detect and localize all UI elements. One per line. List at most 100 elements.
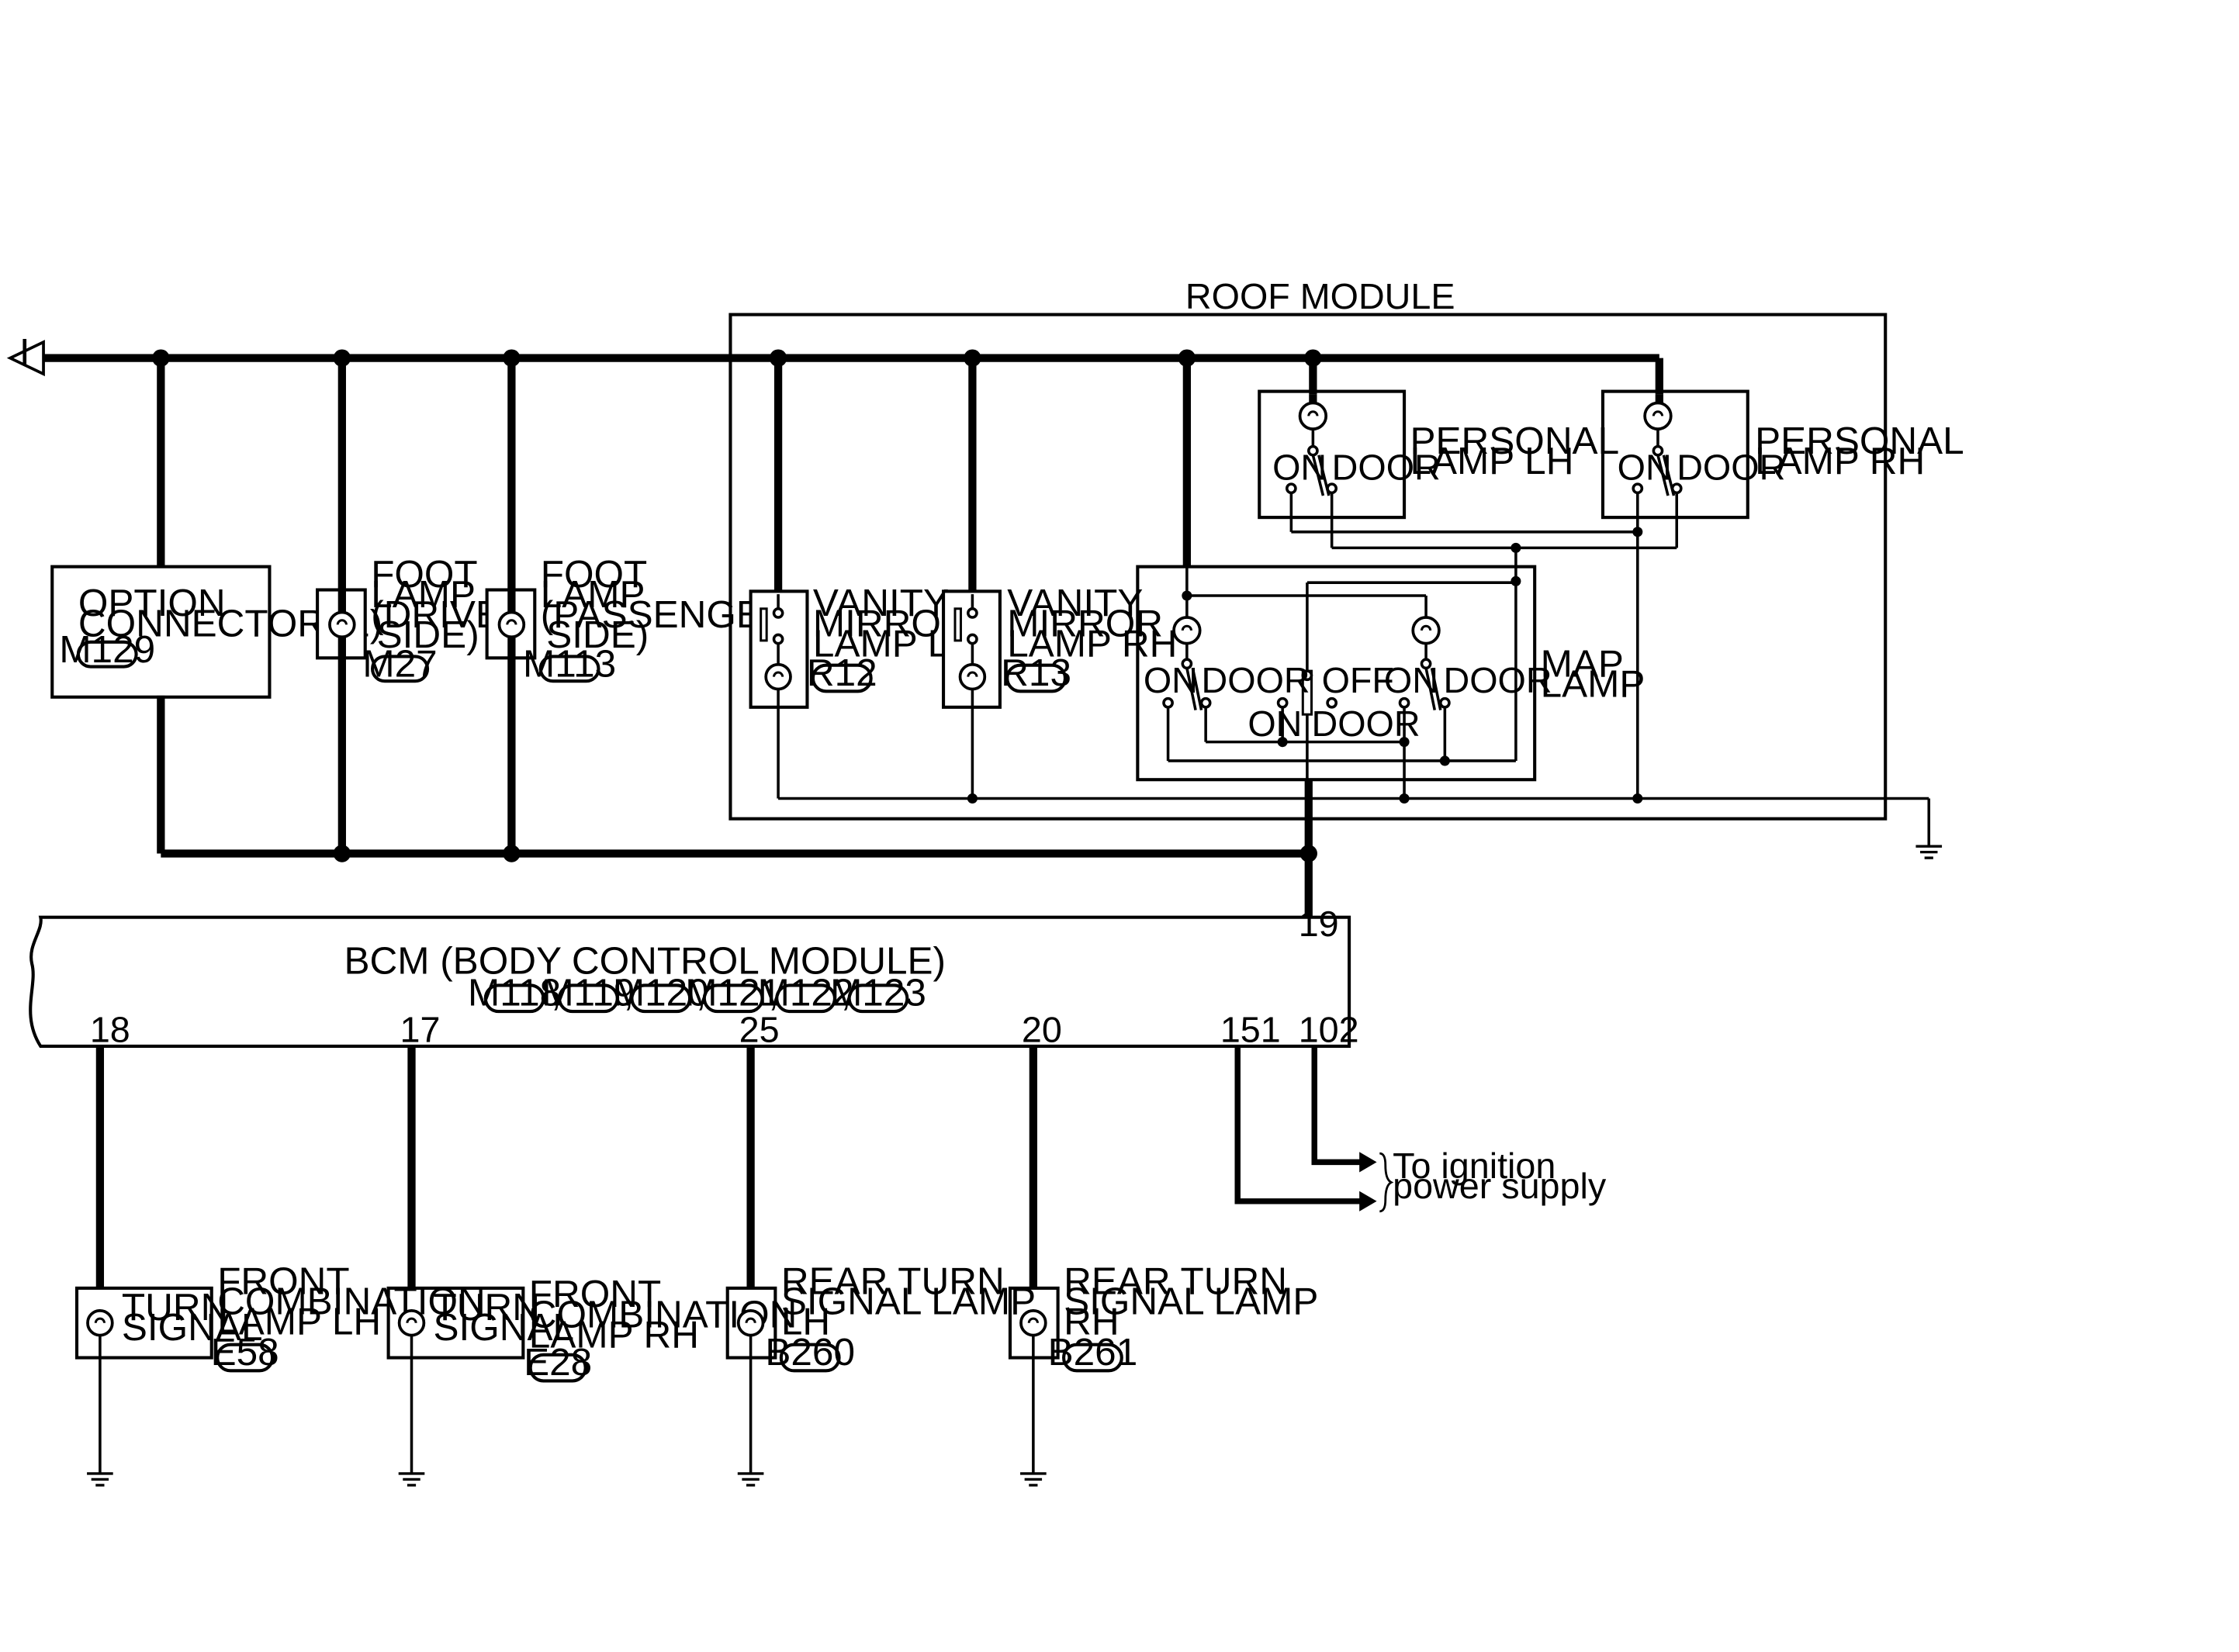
personal-lh-door: DOOR <box>1332 448 1441 488</box>
ground-icon <box>1915 845 1943 859</box>
foot-lamp-passenger-code: M113 <box>523 643 616 686</box>
bcm-pin-102: 102 <box>1299 1009 1359 1049</box>
foot-lamp-driver-line4: SIDE) <box>377 613 479 656</box>
vanity-lh-code: R12 <box>807 651 877 694</box>
rear-lh-code: B260 <box>765 1331 855 1374</box>
bcm-pin-151: 151 <box>1220 1009 1281 1049</box>
vanity-rh-code: R13 <box>1001 651 1071 694</box>
map-lamp-line2: LAMP <box>1541 663 1646 706</box>
foot-lamp-passenger-line1: FOOT <box>541 553 647 596</box>
bcm-output-wires: To ignition power supply <box>95 1045 1607 1288</box>
bcm-connector-code: M123 <box>830 972 926 1014</box>
map-door-left: DOOR <box>1202 660 1310 700</box>
map-off: OFF <box>1322 660 1394 700</box>
ignition-line1: To ignition <box>1393 1146 1556 1186</box>
personal-rh-on: ON <box>1618 448 1672 488</box>
personal-lh-line2: LAMP LH <box>1410 440 1574 482</box>
bus-junctions <box>152 349 1322 862</box>
roof-module-label: ROOF MODULE <box>1185 276 1455 316</box>
bulb-icon <box>736 1308 765 1337</box>
switch-lever-icon <box>1185 668 1197 710</box>
bcm-connector-code: M120 <box>613 972 709 1014</box>
foot-lamp-passenger-line4: SIDE) <box>546 613 649 656</box>
bcm-connector-codes: M118 , M119 , M120 , M121 , M122 , M123 <box>468 972 926 1014</box>
front-combination-lamp-lh: TURN SIGNAL FRONT COMBINATION LAMP LH E5… <box>74 1260 486 1487</box>
front-rh-inner1: TURN <box>434 1286 540 1329</box>
switch-lever-icon <box>1424 668 1437 710</box>
personal-lamp-lh: ON DOOR PERSONAL LAMP LH <box>1258 389 1620 520</box>
personal-rh-line2: LAMP RH <box>1755 440 1925 482</box>
bcm-connector-code: M121 <box>685 972 781 1014</box>
switch-lever-icon <box>1311 454 1325 496</box>
bcm-pin-20: 20 <box>1022 1009 1062 1049</box>
switch-lever-icon <box>1656 454 1670 496</box>
foot-lamp-driver-line2: LAMP <box>371 573 476 616</box>
personal-lamp-rh: ON DOOR PERSONAL LAMP RH <box>1601 389 1964 520</box>
rear-rh-code: B261 <box>1048 1331 1138 1374</box>
roof-module: ROOF MODULE <box>728 276 1888 821</box>
front-rh-line1: FRONT <box>529 1273 661 1315</box>
rear-lh-line2: SIGNAL LAMP <box>781 1280 1036 1323</box>
rear-lh-line3: LH <box>781 1301 830 1343</box>
vanity-rh-line1: VANITY <box>1007 582 1143 624</box>
ground-icon <box>398 1472 425 1487</box>
personal-rh-line1: PERSONAL <box>1755 420 1964 462</box>
ground-icon <box>87 1472 113 1487</box>
map-door-right: DOOR <box>1443 660 1552 700</box>
personal-lh-line1: PERSONAL <box>1410 420 1620 462</box>
bcm-connector-code: M122 <box>758 972 854 1014</box>
bulb-icon <box>1411 616 1441 645</box>
bulb-icon <box>397 1308 426 1337</box>
map-lamp: ON DOOR OFF ON DOOR ON DOOR MAP LAMP <box>1136 548 1646 799</box>
front-lh-inner2: SIGNAL <box>122 1306 263 1349</box>
vanity-rh-line3: LAMP RH <box>1007 622 1177 665</box>
map-on-right: ON <box>1384 660 1438 700</box>
ground-icon <box>737 1472 764 1487</box>
bcm-pin-19: 19 <box>1299 904 1339 944</box>
option-connector-line1: OPTION <box>78 582 226 624</box>
foot-lamp-driver: FOOT LAMP (DRIVER SIDE) M27 <box>316 553 529 686</box>
map-lamp-line1: MAP <box>1541 643 1624 686</box>
ignition-line2: power supply <box>1393 1166 1607 1206</box>
bulb-icon <box>86 1308 114 1337</box>
bcm-pin-17: 17 <box>400 1009 441 1049</box>
map-on-center: ON <box>1248 703 1302 744</box>
switch-icon <box>760 607 768 642</box>
front-rh-inner2: SIGNAL <box>434 1306 575 1349</box>
front-lh-line1: FRONT <box>217 1260 349 1302</box>
foot-lamp-driver-code: M27 <box>362 643 437 686</box>
bulb-icon <box>497 610 526 639</box>
front-rh-line3: LAMP RH <box>529 1313 699 1356</box>
connector-reference-label: I <box>19 331 30 374</box>
connector-reference: I <box>6 331 45 377</box>
bulb-icon <box>1019 1308 1047 1337</box>
front-combination-lamp-rh: TURN SIGNAL FRONT COMBINATION LAMP RH E2… <box>386 1273 797 1487</box>
bulb-icon <box>328 610 356 639</box>
front-lh-code: E58 <box>211 1331 279 1374</box>
rear-turn-signal-lamp-rh: REAR TURN SIGNAL LAMP RH B261 <box>1008 1260 1318 1487</box>
rear-turn-signal-lamp-lh: REAR TURN SIGNAL LAMP LH B260 <box>725 1260 1036 1487</box>
bcm-pin-25: 25 <box>739 1009 780 1049</box>
bulb-icon <box>1172 616 1202 645</box>
rear-rh-line2: SIGNAL LAMP <box>1064 1280 1318 1323</box>
bcm-module: 19 BCM (BODY CONTROL MODULE) M118 , M119… <box>29 904 1359 1049</box>
vanity-mirror-lamp-rh: VANITY MIRROR LAMP RH R13 <box>941 582 1177 799</box>
personal-rh-door: DOOR <box>1677 448 1785 488</box>
foot-lamp-passenger-line3: (PASSENGER <box>541 593 790 636</box>
vanity-lh-line1: VANITY <box>813 582 949 624</box>
rear-rh-line1: REAR TURN <box>1064 1260 1287 1302</box>
foot-lamp-passenger: FOOT LAMP (PASSENGER SIDE) M113 <box>485 553 790 686</box>
option-connector-code: M129 <box>59 628 155 671</box>
personal-lh-on: ON <box>1272 448 1327 488</box>
rear-lh-line1: REAR TURN <box>781 1260 1005 1302</box>
switch-icon <box>953 607 962 642</box>
bcm-title: BCM (BODY CONTROL MODULE) <box>344 940 946 983</box>
map-door-center: DOOR <box>1312 703 1421 744</box>
roof-ground-line <box>778 793 1943 859</box>
bcm-connector-code: M119 <box>542 972 635 1014</box>
arrow-icon <box>1359 1191 1377 1211</box>
foot-lamp-driver-line1: FOOT <box>371 553 477 596</box>
bulb-icon <box>958 662 987 691</box>
